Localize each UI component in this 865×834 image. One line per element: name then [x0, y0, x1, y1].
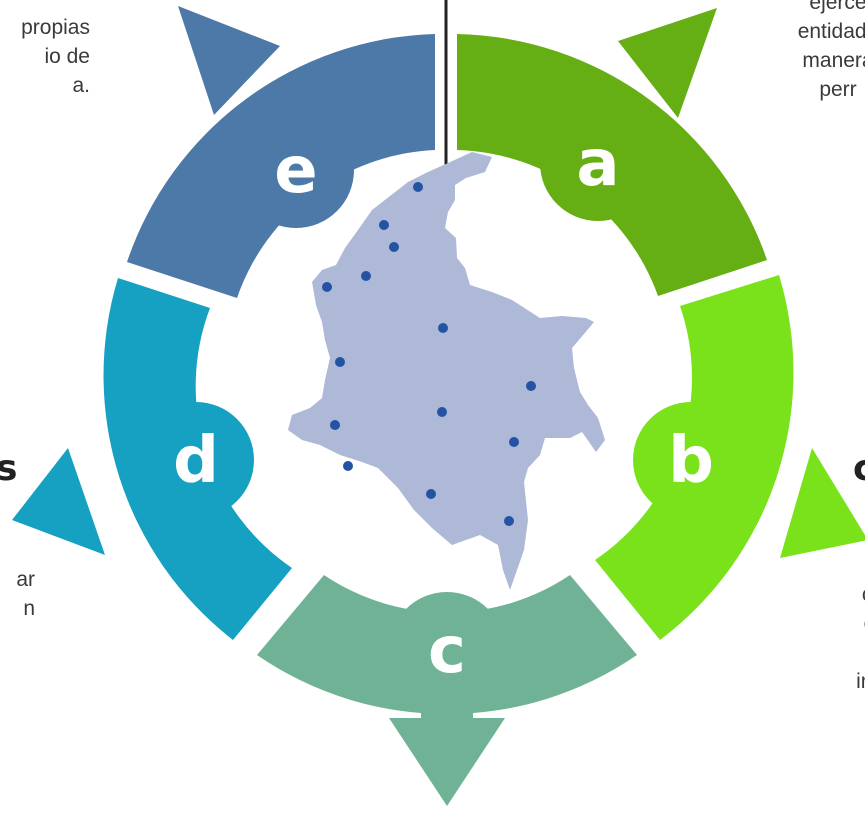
map-dot — [330, 420, 340, 430]
top-left-line: io de — [44, 45, 90, 68]
right-line: inte — [856, 670, 865, 693]
map-dot — [526, 381, 536, 391]
top-right-text: ejerce entidade manera perr — [728, 0, 865, 104]
top-right-line: manera — [802, 49, 865, 72]
map-dot — [413, 182, 423, 192]
right-line: ca — [798, 580, 865, 609]
map-dot — [389, 242, 399, 252]
right-line: e — [798, 638, 865, 667]
top-right-line: perr — [819, 78, 857, 101]
map-dot — [361, 271, 371, 281]
map-dot — [379, 220, 389, 230]
segment-b: b — [595, 275, 865, 640]
map-dot — [426, 489, 436, 499]
top-left-line: propias — [21, 16, 90, 39]
map-dot — [343, 461, 353, 471]
top-right-line: ejerce — [809, 0, 865, 14]
segment-a: a — [457, 8, 767, 296]
left-heading: s — [0, 448, 18, 489]
map-dot — [322, 282, 332, 292]
segment-d-label: d — [173, 424, 219, 498]
segment-e: e — [127, 6, 435, 298]
segment-e-label: e — [274, 134, 317, 208]
map-dot — [509, 437, 519, 447]
segment-d: d — [12, 278, 293, 640]
segment-a-label: a — [576, 127, 619, 201]
map-dot — [504, 516, 514, 526]
segment-c-label: c — [428, 614, 466, 688]
map-dot — [335, 357, 345, 367]
left-line: ar — [16, 568, 35, 591]
right-text: ca er e inte — [798, 580, 865, 696]
map-dot — [437, 407, 447, 417]
map-dot — [438, 323, 448, 333]
left-text: ar n — [16, 565, 35, 623]
left-line: n — [23, 597, 35, 620]
colombia-map — [288, 152, 605, 590]
segment-c: c — [257, 575, 637, 806]
segment-b-label: b — [668, 424, 714, 498]
right-line: er — [798, 609, 865, 638]
top-right-line: entidade — [797, 20, 865, 43]
top-left-line: a. — [72, 74, 90, 97]
right-heading: c — [853, 448, 865, 489]
top-left-text: propias io de a. — [21, 13, 90, 100]
